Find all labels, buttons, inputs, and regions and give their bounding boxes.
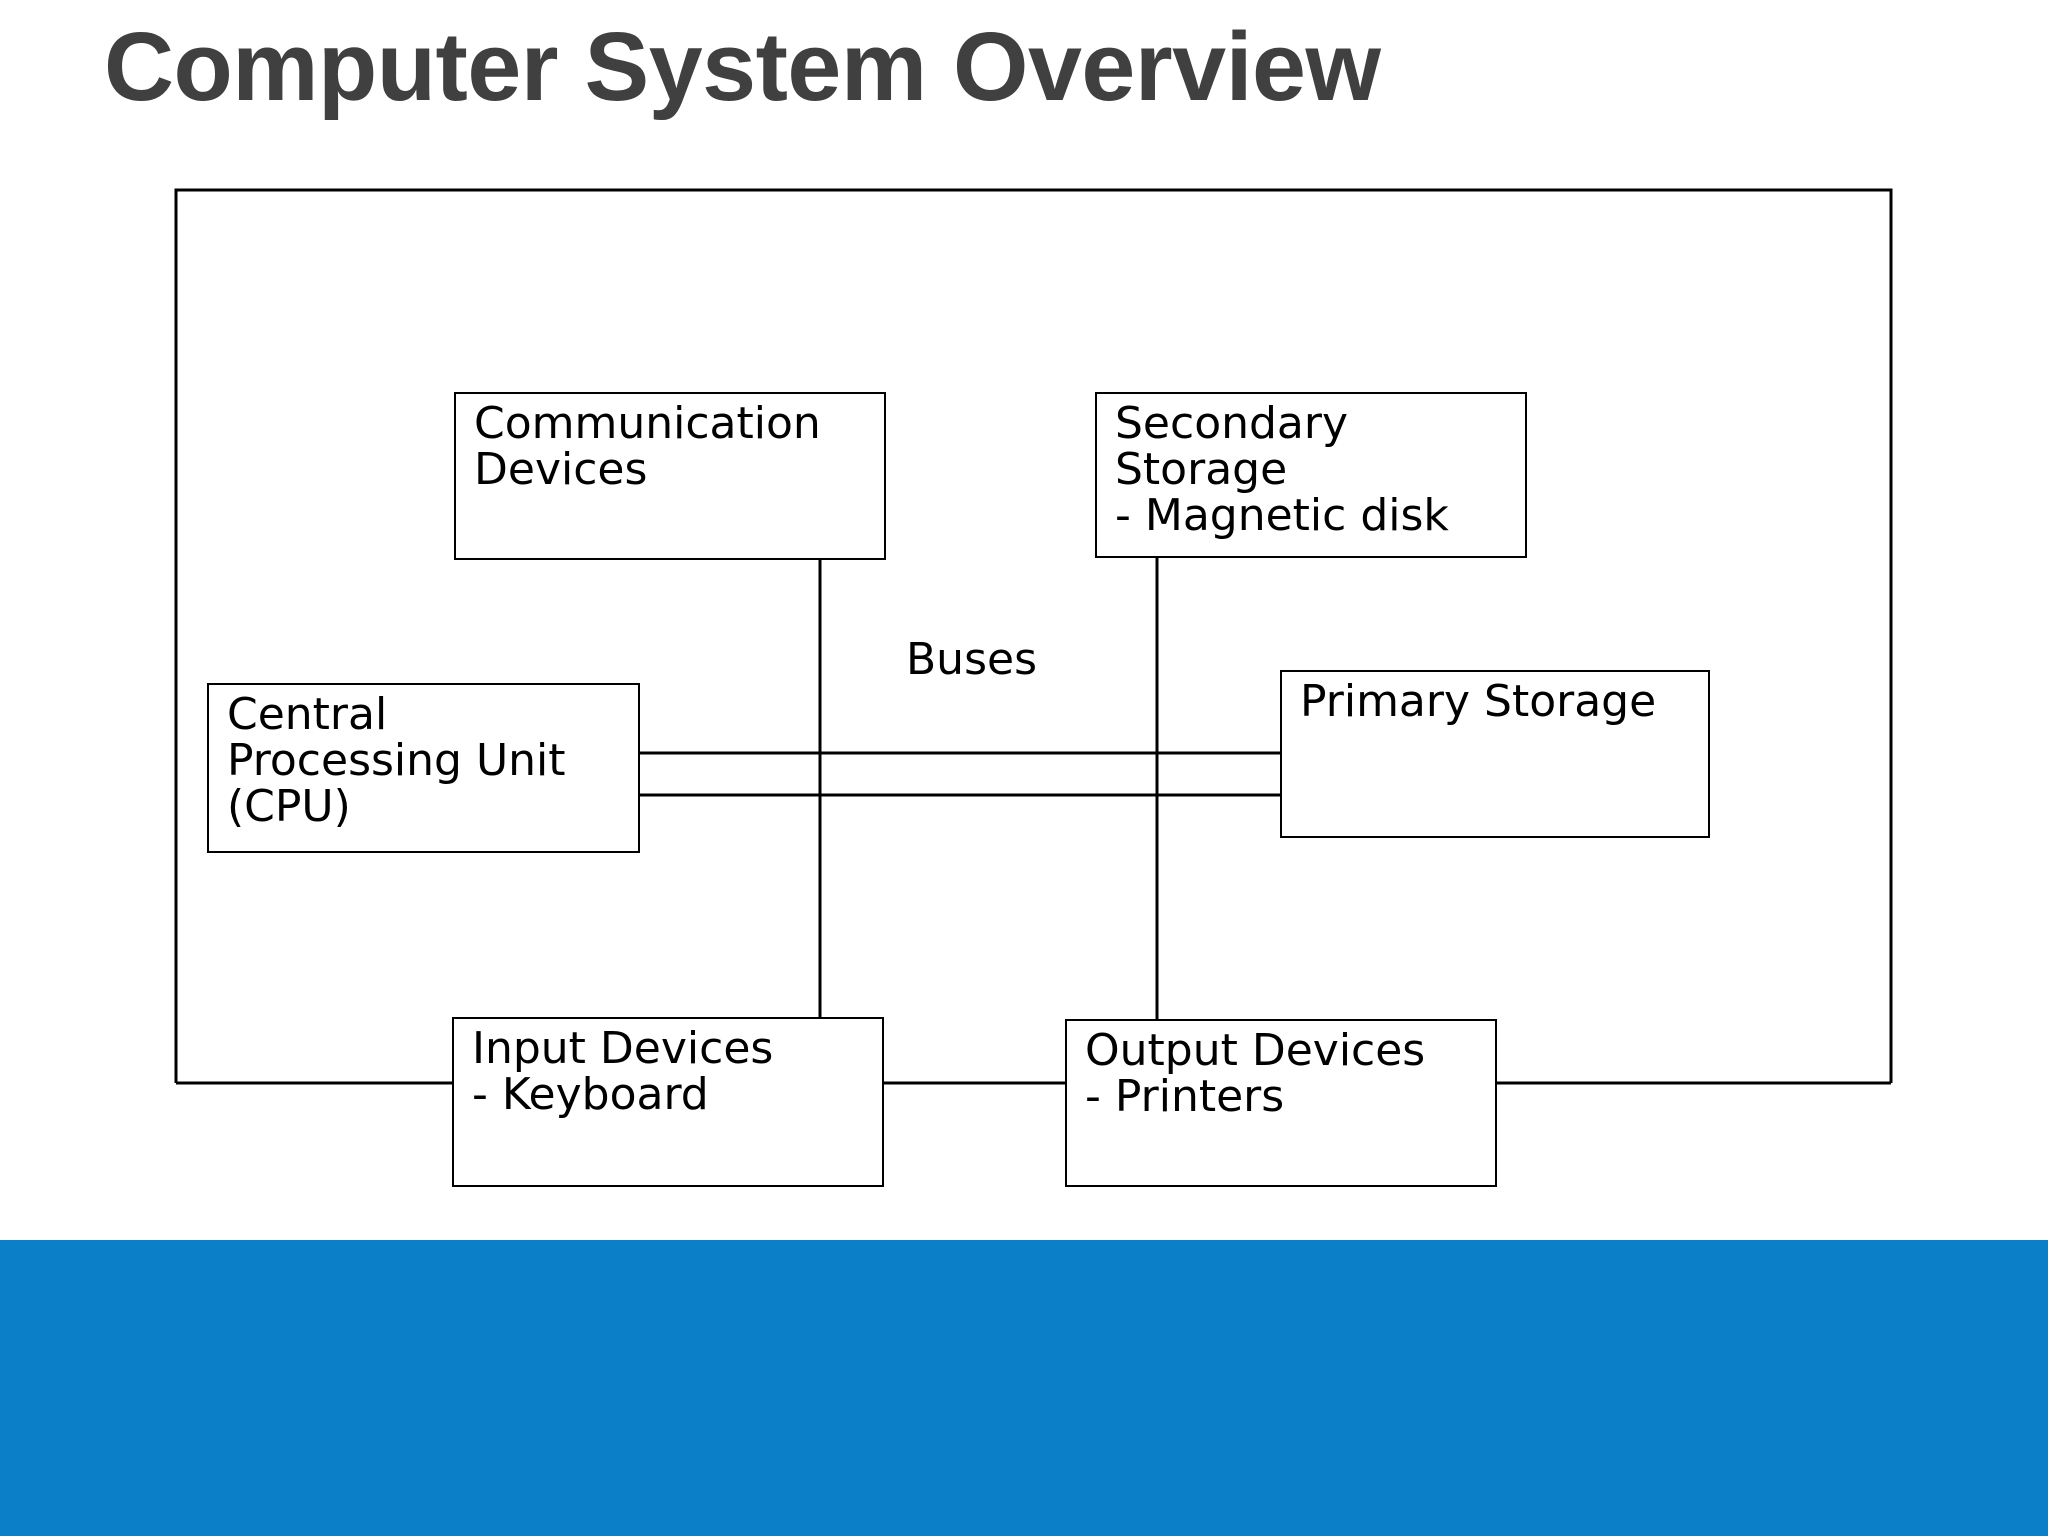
diagram-connectors — [174, 188, 1893, 1085]
page-title: Computer System Overview — [104, 12, 1381, 121]
block-central-processing-unit: Central Processing Unit (CPU) — [207, 683, 640, 853]
block-input-devices: Input Devices - Keyboard — [452, 1017, 884, 1187]
block-communication-devices: Communication Devices — [454, 392, 886, 560]
block-primary-storage: Primary Storage — [1280, 670, 1710, 838]
footer-banner: THE GEORGE WASHINGTON UNIVERSITY WASHING… — [0, 1240, 2048, 1536]
outer-frame-path — [174, 188, 1893, 1083]
block-secondary-storage: Secondary Storage - Magnetic disk — [1095, 392, 1527, 558]
computer-system-diagram: Communication Devices Secondary Storage … — [174, 188, 1893, 1187]
buses-label: Buses — [906, 634, 1037, 685]
block-output-devices: Output Devices - Printers — [1065, 1019, 1497, 1187]
